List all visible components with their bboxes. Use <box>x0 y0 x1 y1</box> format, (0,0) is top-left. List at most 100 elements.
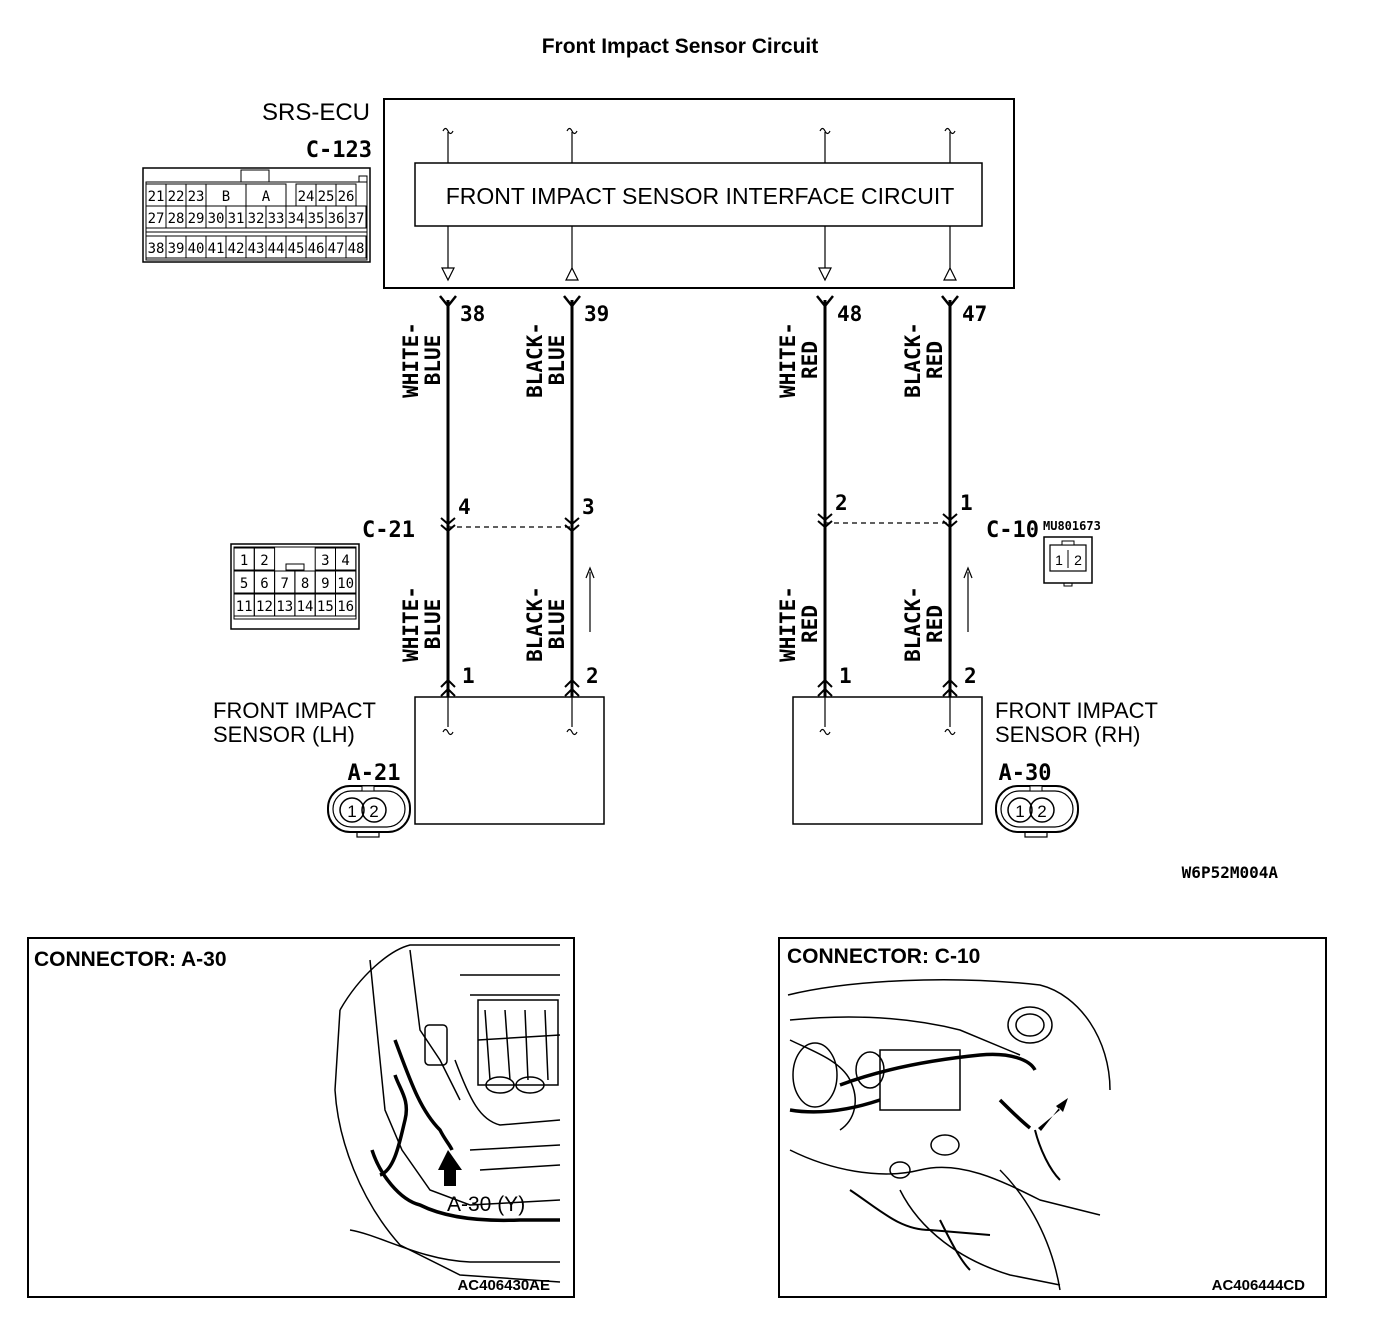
ecu-pin-38: 38 <box>460 302 485 326</box>
sensor-pin-1: 1 <box>839 664 852 688</box>
a30-label: A-30 <box>999 761 1052 786</box>
panel-a30: CONNECTOR: A-30 A-30 (Y) AC406430AE <box>27 937 575 1298</box>
sensor-lh-label-1: FRONT IMPACT <box>213 698 376 723</box>
c123-pin-40: 40 <box>188 241 205 257</box>
c123-pin-26: 26 <box>338 189 355 205</box>
diagram-code: W6P52M004A <box>1182 863 1279 882</box>
c123-pin-44: 44 <box>268 241 285 257</box>
sensor-lh-box <box>414 696 605 825</box>
c123-pin-45: 45 <box>288 241 305 257</box>
interface-circuit-box <box>414 162 983 227</box>
c123-pin-46: 46 <box>308 241 325 257</box>
c123-pin-47: 47 <box>328 241 345 257</box>
c21-pin-5: 5 <box>240 576 248 592</box>
c123-pin-36: 36 <box>328 211 345 227</box>
ecu-name: SRS-ECU <box>262 99 370 126</box>
a30-pin-2: 2 <box>1037 802 1046 821</box>
interface-circuit-label: FRONT IMPACT SENSOR INTERFACE CIRCUIT <box>446 183 955 209</box>
mid-pin-2: 2 <box>835 491 848 515</box>
ecu-pin-48: 48 <box>837 302 862 326</box>
c21-pin-9: 9 <box>321 576 329 592</box>
c21-pin-2: 2 <box>260 553 268 569</box>
diagram-title: Front Impact Sensor Circuit <box>542 35 819 58</box>
c123-pin-42: 42 <box>228 241 245 257</box>
c123-pin-34: 34 <box>288 211 305 227</box>
panel-c10-heading: CONNECTOR: C-10 <box>787 945 980 968</box>
a21-label: A-21 <box>348 761 401 786</box>
c10-arrow-icon <box>1038 1098 1068 1131</box>
c21-pin-8: 8 <box>301 576 309 592</box>
panel-a30-heading: CONNECTOR: A-30 <box>34 948 227 971</box>
c21-pin-13: 13 <box>276 599 293 615</box>
c123-pin-32: 32 <box>248 211 265 227</box>
a30-arrow-icon <box>438 1150 462 1186</box>
c123-pin-41: 41 <box>208 241 225 257</box>
c123-pin-25: 25 <box>318 189 335 205</box>
c123-pin-22: 22 <box>168 189 185 205</box>
c21-pin-11: 11 <box>236 599 253 615</box>
panel-c10-code: AC406444CD <box>1212 1277 1306 1294</box>
c123-pin-27: 27 <box>148 211 165 227</box>
c10-wires-illustration <box>849 1129 1061 1271</box>
c21-pin-7: 7 <box>281 576 289 592</box>
wire-color-top-48: WHITE-RED <box>776 322 822 398</box>
c21-pin-3: 3 <box>321 553 329 569</box>
ecu-pin-47: 47 <box>962 302 987 326</box>
mid-pin-4: 4 <box>458 495 471 519</box>
wire-48: 48 2 1 WHITE-RED WHITE-RED <box>776 127 862 736</box>
c123-pin-48: 48 <box>348 241 365 257</box>
sensor-rh-label-1: FRONT IMPACT <box>995 698 1158 723</box>
engine-bay-illustration <box>334 944 561 1283</box>
c10-pinout: 1 2 <box>1043 536 1093 587</box>
sensor-lh-label-2: SENSOR (LH) <box>213 722 355 747</box>
c123-pin-29: 29 <box>188 211 205 227</box>
sensor-rh-box <box>792 696 983 825</box>
c21-pin-14: 14 <box>297 599 314 615</box>
c123-pin-B: B <box>222 189 230 205</box>
ecu-connector-label: C-123 <box>306 138 372 163</box>
c21-pin-1: 1 <box>240 553 248 569</box>
mid-pin-1: 1 <box>960 491 973 515</box>
panel-a30-code: AC406430AE <box>457 1277 550 1294</box>
panel-a30-callout: A-30 (Y) <box>447 1193 525 1216</box>
c10-pin-1: 1 <box>1055 552 1063 568</box>
dashboard-illustration <box>787 979 1111 1291</box>
sensor-pin-2: 2 <box>964 664 977 688</box>
c10-harness-illustration <box>789 1052 1037 1130</box>
c123-pin-21: 21 <box>148 189 165 205</box>
wire-color-bottom-38: WHITE-BLUE <box>399 586 445 662</box>
sensor-pin-1: 1 <box>462 664 475 688</box>
wire-color-bottom-48: WHITE-RED <box>776 586 822 662</box>
ecu-box <box>383 98 1015 289</box>
c21-pin-15: 15 <box>317 599 334 615</box>
c123-pin-35: 35 <box>308 211 325 227</box>
c123-pin-23: 23 <box>188 189 205 205</box>
c123-pin-A: A <box>262 189 271 205</box>
panel-c10: CONNECTOR: C-10 AC406444CD <box>778 937 1327 1298</box>
wires: 3841WHITE-BLUEWHITE-BLUE3932BLACK-BLUEBL… <box>399 127 987 736</box>
c123-pin-30: 30 <box>208 211 225 227</box>
c123-pin-28: 28 <box>168 211 185 227</box>
c10-label: C-10 <box>986 518 1039 543</box>
sensor-pin-2: 2 <box>586 664 599 688</box>
ecu-pin-39: 39 <box>584 302 609 326</box>
a21-pinout: 1 2 <box>327 785 411 838</box>
mid-pin-3: 3 <box>582 495 595 519</box>
c21-pin-4: 4 <box>341 553 349 569</box>
harness-illustration <box>370 1039 560 1223</box>
c21-pin-16: 16 <box>337 599 354 615</box>
sensor-rh-label-2: SENSOR (RH) <box>995 722 1140 747</box>
a30-pinout: 1 2 <box>995 785 1079 838</box>
c123-pin-24: 24 <box>298 189 315 205</box>
c123-pin-31: 31 <box>228 211 245 227</box>
c123-pin-33: 33 <box>268 211 285 227</box>
wire-color-bottom-39: BLACK-BLUE <box>523 586 569 662</box>
c10-part-number: MU801673 <box>1043 519 1101 533</box>
c123-pin-37: 37 <box>348 211 365 227</box>
c21-pin-10: 10 <box>337 576 354 592</box>
